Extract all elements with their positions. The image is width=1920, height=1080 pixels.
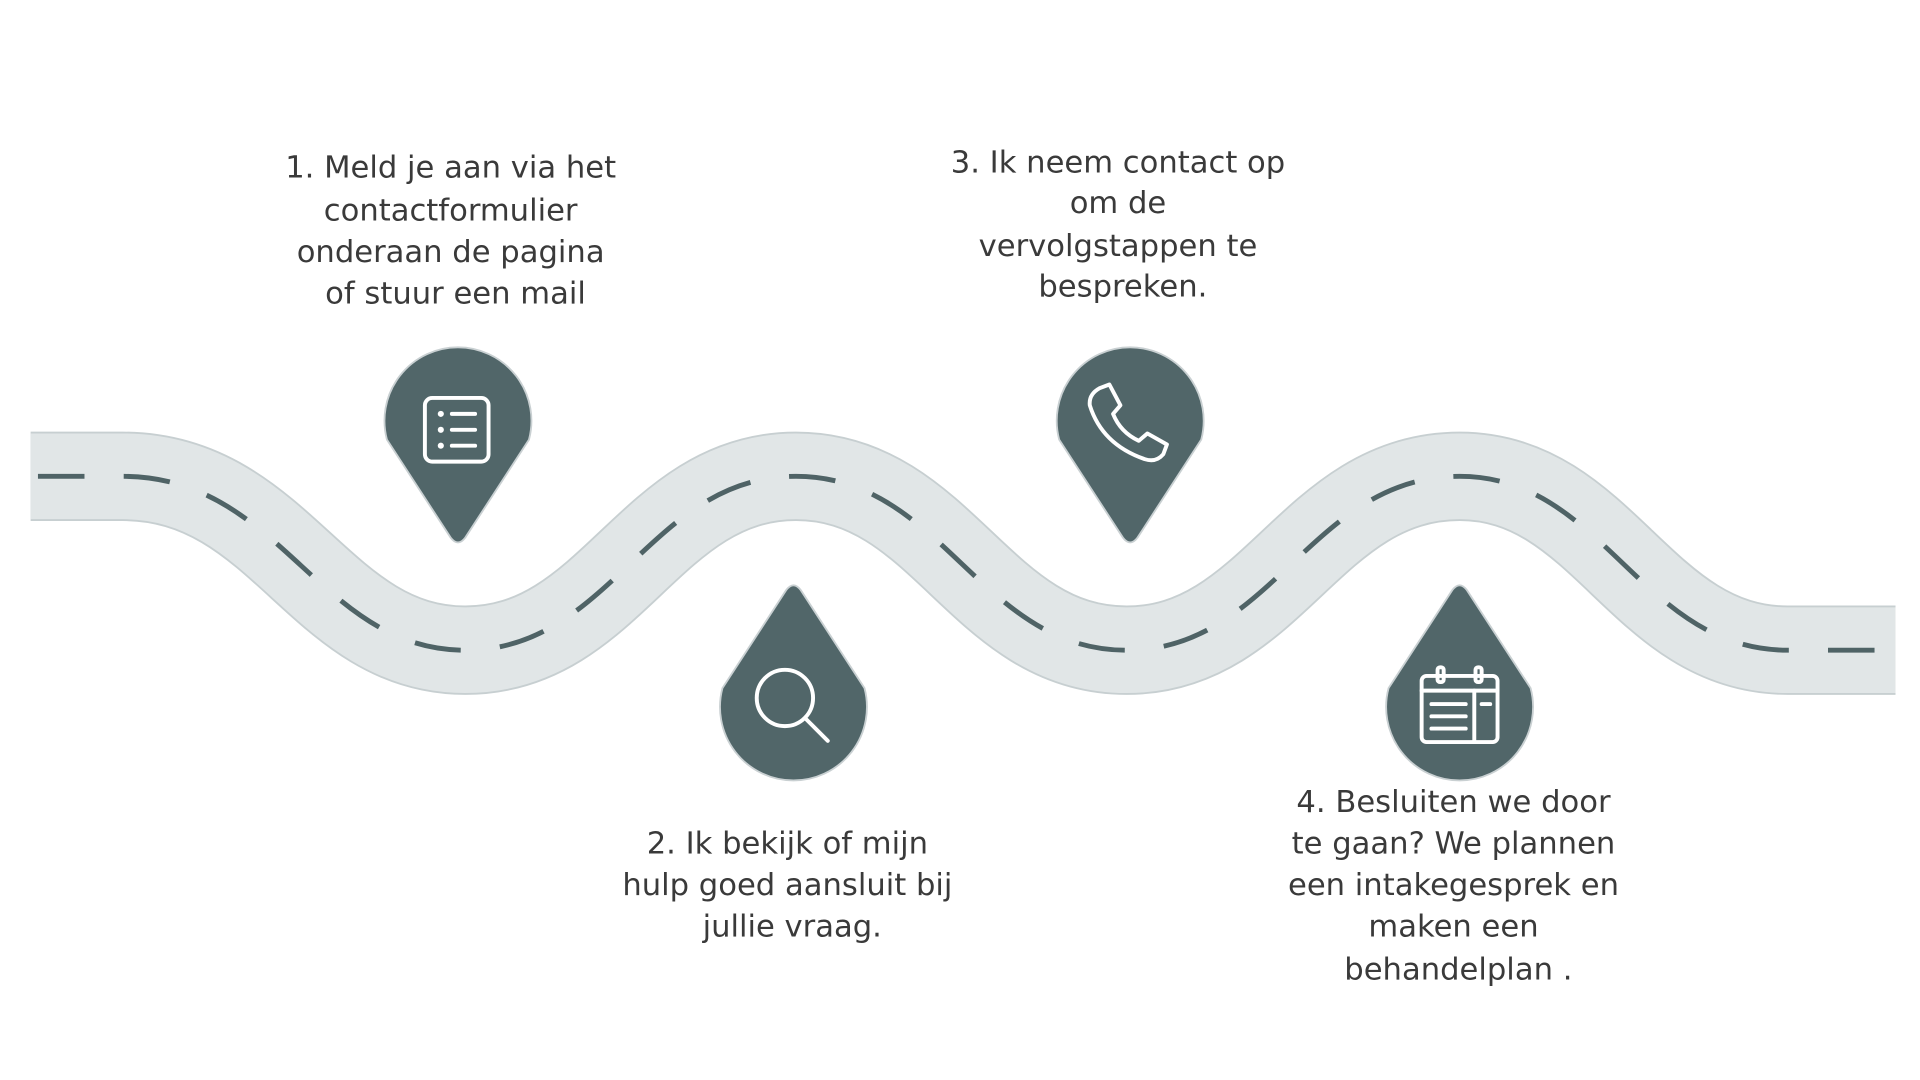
step-3-text: 3. Ik neem contact op om de vervolgstapp… [951,146,1295,305]
list-icon [422,396,491,464]
phone-icon [1087,382,1169,463]
step-2-pin [719,584,868,782]
step-1-pin [383,346,533,544]
lane-markings [30,473,1896,653]
step-1-text: 1. Meld je aan via het contactformulier … [285,151,626,312]
step-4-pin [1385,584,1534,782]
step-3-pin [1055,346,1205,544]
step-2-text: 2. Ik bekijk of mijn hulp goed aansluit … [622,826,962,944]
search-icon [754,667,830,743]
step-4-text: 4. Besluiten we door te gaan? We plannen… [1288,785,1629,988]
calendar-icon [1419,665,1500,744]
road [30,431,1896,695]
